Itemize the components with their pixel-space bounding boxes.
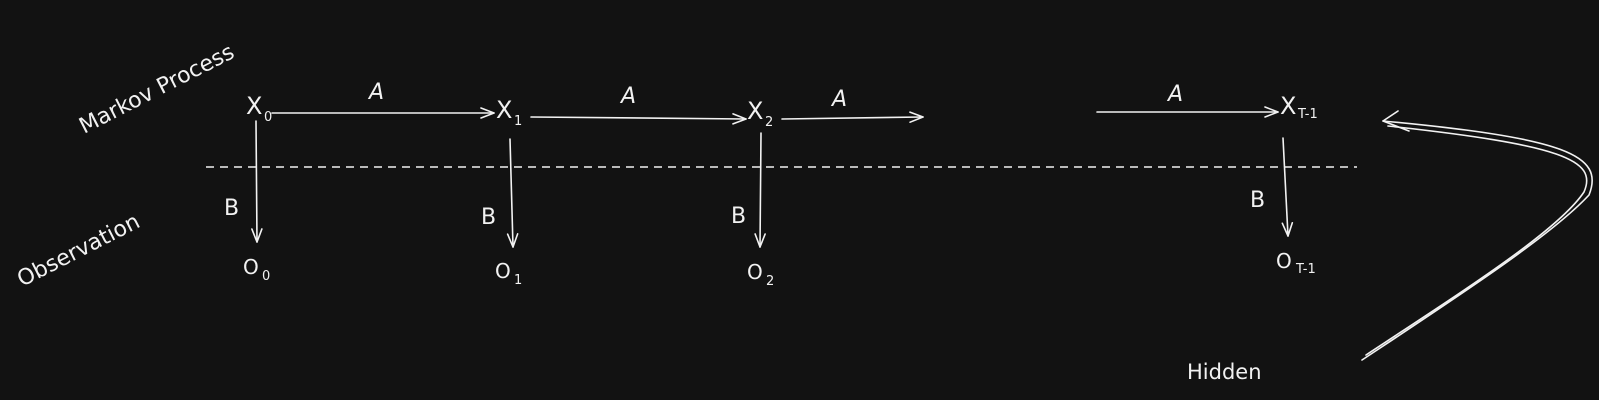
observation-node-o0: O 0 bbox=[243, 255, 270, 284]
svg-text:X: X bbox=[1280, 92, 1296, 120]
svg-text:X: X bbox=[246, 92, 262, 120]
svg-text:1: 1 bbox=[514, 114, 522, 129]
state-node-x1: X 1 bbox=[496, 96, 522, 129]
emission-label-b-0: B bbox=[224, 196, 239, 221]
observation-node-o1: O 1 bbox=[495, 259, 522, 288]
observation-label: Observation bbox=[13, 209, 144, 292]
svg-text:X: X bbox=[747, 97, 763, 125]
svg-text:X: X bbox=[496, 96, 512, 124]
emission-label-b-1: B bbox=[481, 205, 496, 230]
transition-label-a-0: A bbox=[367, 80, 384, 105]
svg-text:O: O bbox=[495, 259, 511, 283]
transition-arrow-1-2 bbox=[530, 113, 747, 125]
svg-text:O: O bbox=[1276, 249, 1292, 273]
observation-node-o2: O 2 bbox=[747, 260, 774, 289]
emission-arrow-1 bbox=[506, 138, 519, 248]
svg-text:T-1: T-1 bbox=[1295, 262, 1316, 277]
svg-text:0: 0 bbox=[262, 269, 270, 284]
svg-text:O: O bbox=[747, 260, 763, 284]
hidden-curve-arrow bbox=[1361, 110, 1593, 361]
emission-arrow-2 bbox=[754, 132, 766, 248]
hidden-label: Hidden bbox=[1187, 360, 1262, 384]
transition-label-a-1: A bbox=[619, 84, 636, 109]
svg-text:T-1: T-1 bbox=[1297, 107, 1318, 122]
svg-text:1: 1 bbox=[514, 273, 522, 288]
observation-node-ot-1: O T-1 bbox=[1276, 249, 1316, 277]
state-node-x2: X 2 bbox=[747, 97, 773, 130]
transition-arrow-2-out bbox=[781, 111, 924, 123]
emission-label-b-3: B bbox=[1250, 188, 1265, 213]
state-node-xt-1: X T-1 bbox=[1280, 92, 1318, 122]
svg-text:2: 2 bbox=[766, 274, 774, 289]
svg-text:0: 0 bbox=[264, 110, 272, 125]
transition-label-a-2: A bbox=[830, 87, 847, 112]
svg-text:O: O bbox=[243, 255, 259, 279]
emission-label-b-2: B bbox=[731, 204, 746, 229]
svg-text:2: 2 bbox=[765, 115, 773, 130]
emission-arrow-t-1 bbox=[1281, 137, 1294, 237]
transition-label-a-3: A bbox=[1166, 82, 1183, 107]
state-node-x0: X 0 bbox=[246, 92, 272, 125]
markov-process-label: Markov Process bbox=[75, 40, 238, 140]
emission-arrow-0 bbox=[251, 120, 263, 243]
